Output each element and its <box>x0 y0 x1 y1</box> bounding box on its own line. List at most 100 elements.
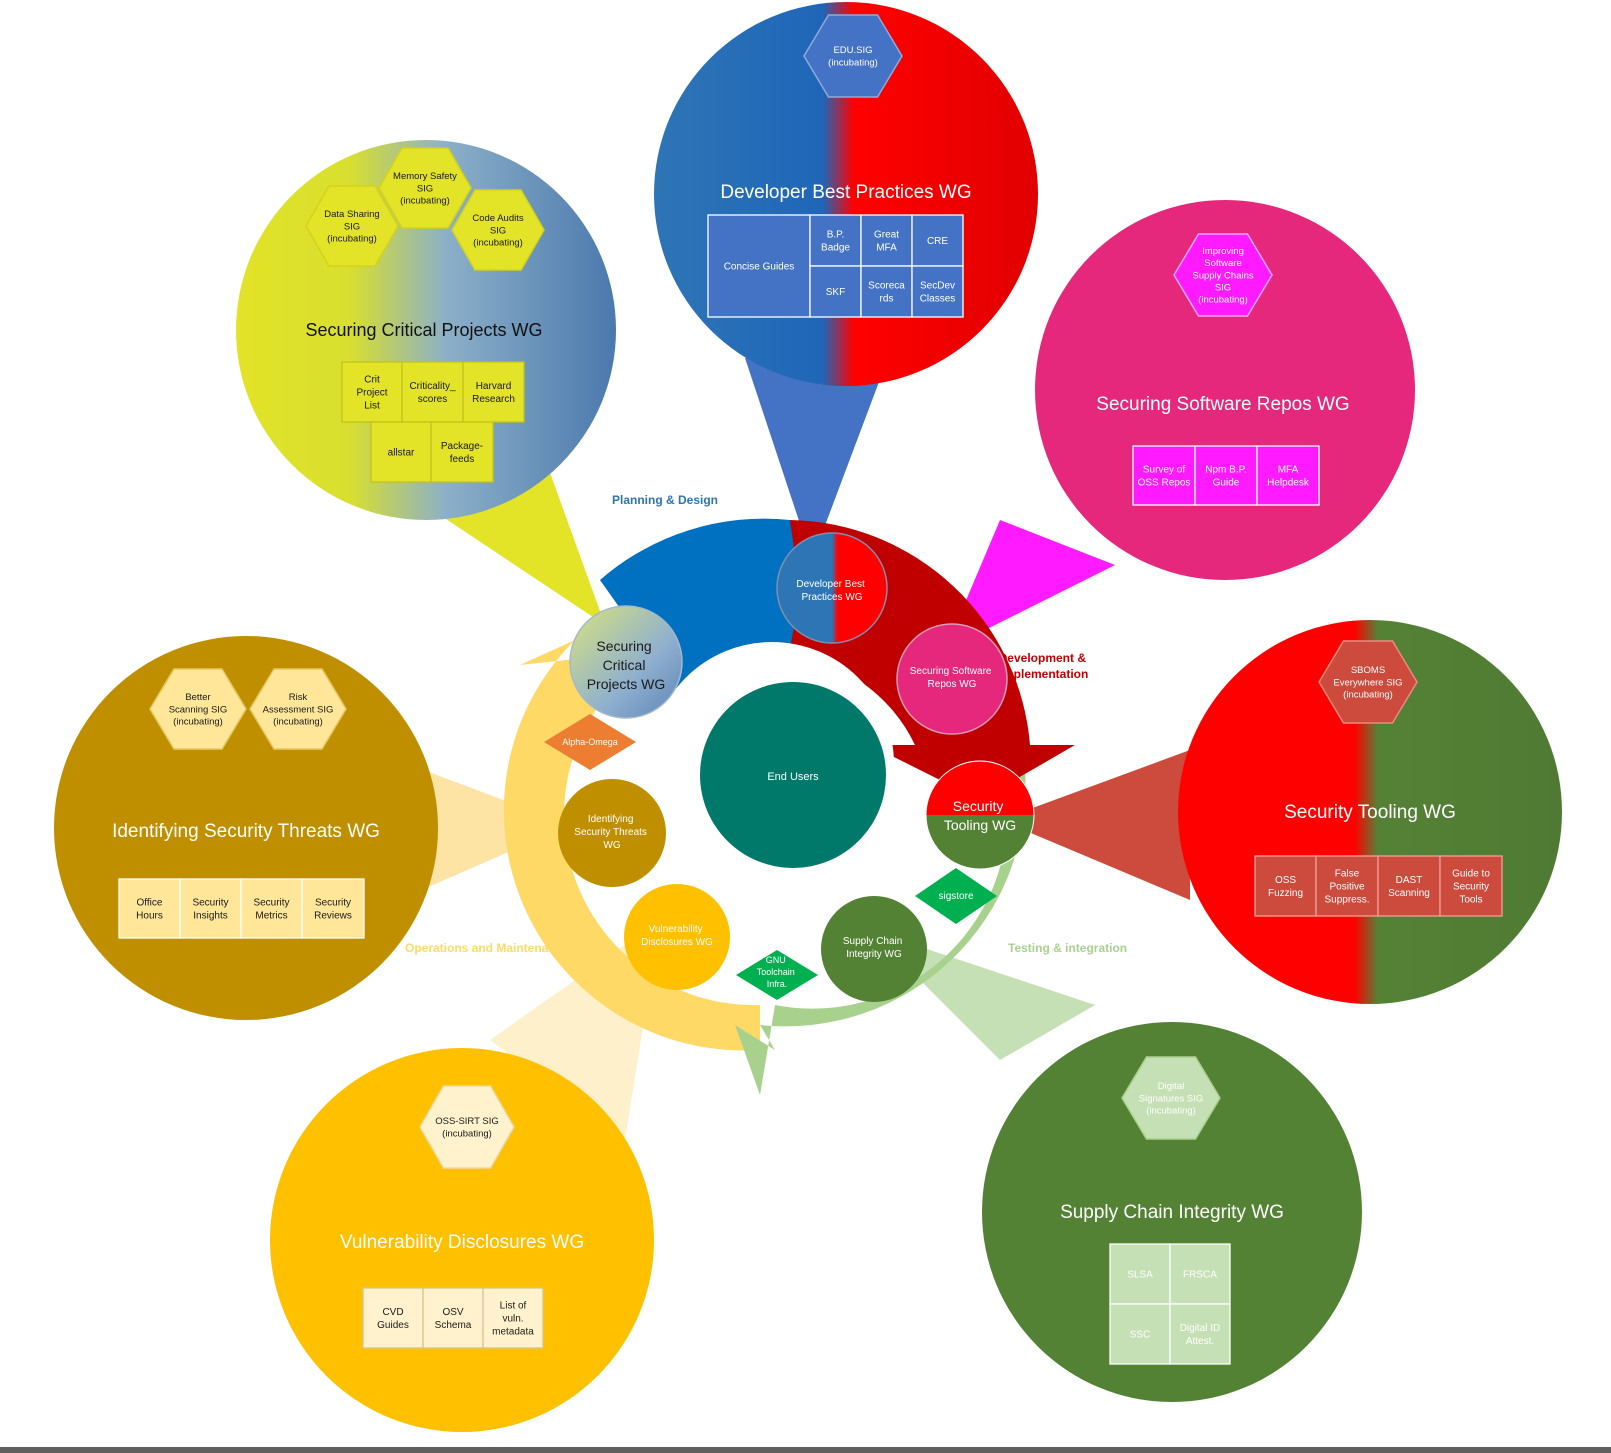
group-supply-chain <box>982 1022 1362 1402</box>
project-box-dev-best-practices-3[interactable] <box>911 214 964 267</box>
project-box-label-supply-chain-1: FRSCA <box>1183 1270 1217 1281</box>
window-bottom-bar <box>0 1447 1611 1453</box>
project-box-dev-best-practices-0[interactable] <box>707 214 811 318</box>
project-box-vuln-disclosures-1[interactable] <box>422 1287 484 1349</box>
sig-hexagon-security-tooling-0[interactable] <box>1318 640 1418 724</box>
project-box-label-critical-projects-1: Criticality_scores <box>409 381 456 405</box>
project-box-dev-best-practices-5[interactable] <box>860 265 913 318</box>
node-securing-repos-label: Securing Software Repos WG <box>910 666 995 690</box>
node-security-tooling[interactable] <box>925 760 1035 870</box>
node-supply-chain[interactable] <box>821 896 927 1002</box>
sig-hexagon-critical-projects-1[interactable] <box>305 185 399 267</box>
sigstore-diamond[interactable] <box>915 868 997 924</box>
center-label: End Users <box>767 771 819 783</box>
node-vuln-disclosures-label: Vulnerability Disclosures WG <box>641 924 713 948</box>
node-securing-repos[interactable] <box>896 623 1008 735</box>
sig-hexagon-vuln-disclosures-0[interactable] <box>419 1085 515 1169</box>
project-box-identifying-threats-1[interactable] <box>179 878 242 939</box>
project-diamonds: Alpha-Omega sigstore GNU Toolchain Infra… <box>544 714 997 1000</box>
sig-hexagon-supply-chain-0[interactable] <box>1121 1056 1221 1140</box>
sig-hexagon-dev-best-practices-0[interactable] <box>803 14 903 98</box>
sig-hexagon-critical-projects-0[interactable] <box>378 147 472 229</box>
title-identifying-threats: Identifying Security Threats WG <box>112 821 380 842</box>
project-box-security-tooling-3[interactable] <box>1439 855 1503 917</box>
sig-label-dev-best-practices-0: EDU.SIG(incubating) <box>828 45 878 68</box>
title-vuln-disclosures: Vulnerability Disclosures WG <box>340 1232 584 1253</box>
project-box-vuln-disclosures-2[interactable] <box>482 1287 544 1349</box>
center-circle[interactable] <box>700 682 886 868</box>
project-box-supply-chain-1[interactable] <box>1169 1243 1231 1305</box>
project-box-label-dev-best-practices-1: B.P.Badge <box>821 230 850 254</box>
node-dev-best-practices[interactable] <box>776 532 888 644</box>
project-box-security-tooling-2[interactable] <box>1377 855 1441 917</box>
ring-green-segment <box>735 760 1026 1095</box>
project-box-identifying-threats-3[interactable] <box>301 878 365 939</box>
title-security-tooling: Security Tooling WG <box>1284 802 1456 823</box>
project-box-critical-projects-4[interactable] <box>430 421 494 483</box>
project-box-dev-best-practices-4[interactable] <box>809 265 862 318</box>
node-vuln-disclosures[interactable] <box>624 884 730 990</box>
project-box-supply-chain-3[interactable] <box>1169 1303 1231 1365</box>
phase-planning: Planning & Design <box>612 493 718 507</box>
gnu-toolchain-diamond[interactable] <box>736 950 818 1000</box>
sig-hexagon-identifying-threats-0[interactable] <box>149 668 247 750</box>
project-box-supply-chain-0[interactable] <box>1109 1243 1171 1305</box>
title-dev-best-practices: Developer Best Practices WG <box>720 182 971 203</box>
project-box-dev-best-practices-1[interactable] <box>809 214 862 267</box>
project-box-critical-projects-3[interactable] <box>370 421 432 483</box>
alpha-omega-diamond[interactable] <box>544 714 636 770</box>
project-box-label-supply-chain-2: SSC <box>1130 1330 1151 1341</box>
project-box-dev-best-practices-6[interactable] <box>911 265 964 318</box>
project-box-critical-projects-0[interactable] <box>341 361 403 423</box>
node-critical-projects-label: Securing Critical Projects WG <box>587 638 666 692</box>
sig-hexagon-securing-repos-0[interactable] <box>1173 233 1273 317</box>
ring-nodes: Developer Best Practices WG Securing Sof… <box>558 532 1035 1002</box>
project-box-security-tooling-1[interactable] <box>1315 855 1379 917</box>
node-critical-projects[interactable] <box>569 605 683 719</box>
title-critical-projects: Securing Critical Projects WG <box>305 320 542 340</box>
project-box-critical-projects-1[interactable] <box>401 361 464 423</box>
project-box-identifying-threats-2[interactable] <box>240 878 303 939</box>
node-identifying-threats[interactable] <box>558 779 666 887</box>
project-box-label-critical-projects-3: allstar <box>388 448 415 459</box>
project-box-label-securing-repos-1: Npm B.P.Guide <box>1205 465 1247 489</box>
supply-pointer <box>870 930 1095 1060</box>
sigstore-label: sigstore <box>938 891 973 902</box>
sig-hexagon-critical-projects-2[interactable] <box>451 189 545 271</box>
project-box-identifying-threats-0[interactable] <box>118 878 181 939</box>
project-box-securing-repos-2[interactable] <box>1256 445 1320 506</box>
project-box-vuln-disclosures-0[interactable] <box>362 1287 424 1349</box>
dev-pointer <box>745 358 888 560</box>
phase-operations: Operations and Maintenance <box>405 941 569 955</box>
project-box-securing-repos-0[interactable] <box>1132 445 1196 506</box>
sig-hexagon-identifying-threats-1[interactable] <box>249 668 347 750</box>
title-securing-repos: Securing Software Repos WG <box>1096 394 1349 415</box>
project-box-supply-chain-2[interactable] <box>1109 1303 1171 1365</box>
project-box-critical-projects-2[interactable] <box>462 361 525 423</box>
tooling-pointer <box>1000 750 1190 900</box>
repos-pointer <box>945 520 1115 650</box>
project-box-label-supply-chain-0: SLSA <box>1127 1270 1153 1281</box>
gnu-toolchain-label: GNU Toolchain Infra. <box>757 955 798 989</box>
project-box-label-dev-best-practices-4: SKF <box>826 287 845 298</box>
